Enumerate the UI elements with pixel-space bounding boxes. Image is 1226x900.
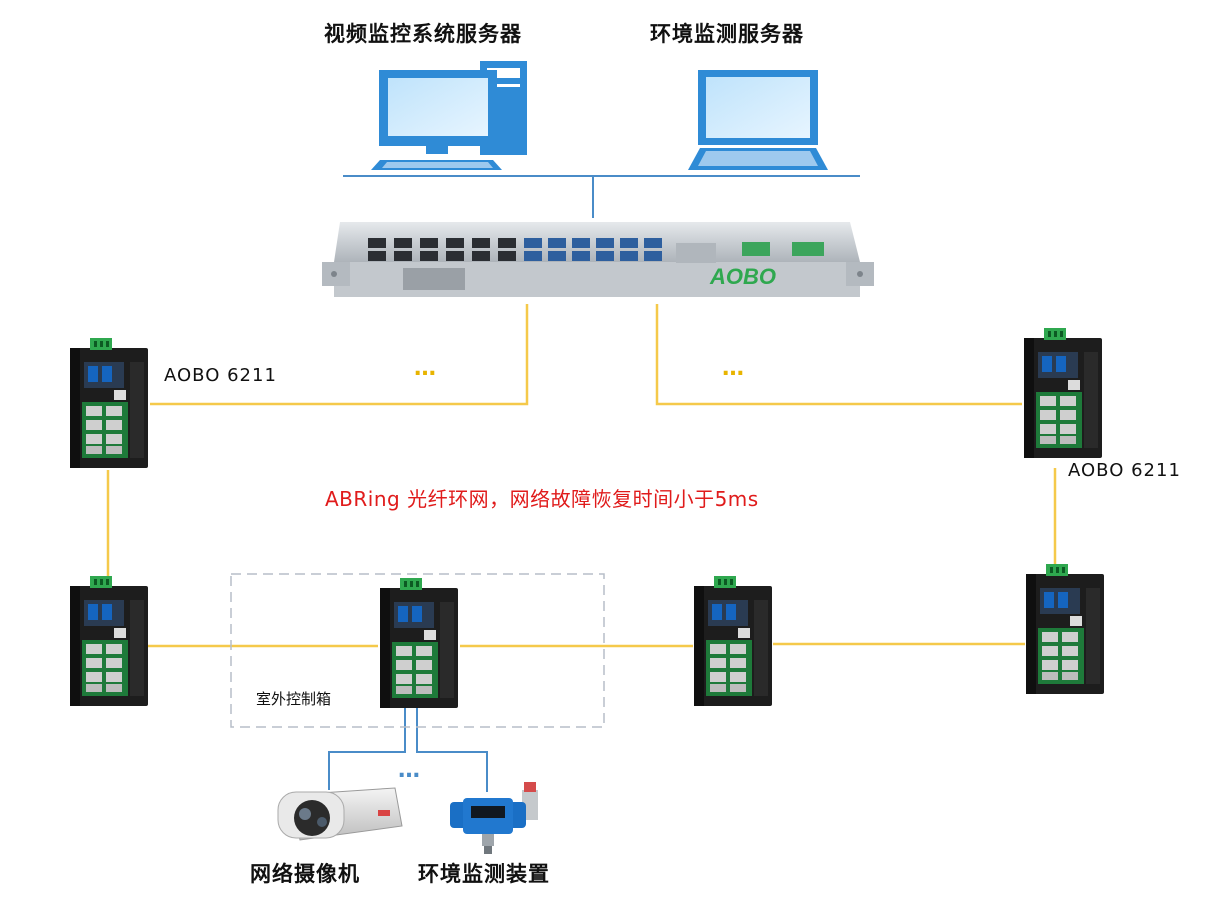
rack-port bbox=[420, 238, 438, 248]
rack-port bbox=[572, 251, 590, 261]
rack-port bbox=[548, 238, 566, 248]
rack-port bbox=[394, 238, 412, 248]
desktop-computer-icon bbox=[371, 61, 527, 170]
rack-port bbox=[644, 251, 662, 261]
env-server-label: 环境监测服务器 bbox=[650, 22, 804, 46]
ring-switch-bottom-4 bbox=[1026, 564, 1104, 694]
laptop-computer-icon bbox=[688, 70, 828, 170]
rack-port bbox=[368, 238, 386, 248]
rack-port bbox=[572, 238, 590, 248]
server-lan-links bbox=[343, 175, 860, 218]
outdoor-control-box bbox=[230, 573, 605, 728]
ring-switch-bottom-2 bbox=[380, 578, 458, 708]
rack-port bbox=[498, 251, 516, 261]
rack-port bbox=[548, 251, 566, 261]
rack-port bbox=[420, 251, 438, 261]
rack-port bbox=[394, 251, 412, 261]
core-switch-brand: AOBO bbox=[709, 264, 776, 289]
switch-label-right: AOBO 6211 bbox=[1068, 460, 1181, 481]
rack-port bbox=[498, 238, 516, 248]
control-box-label: 室外控制箱 bbox=[256, 690, 332, 708]
rack-port bbox=[446, 238, 464, 248]
rack-port bbox=[524, 238, 542, 248]
gas-detector-icon bbox=[450, 782, 538, 854]
rack-port bbox=[596, 238, 614, 248]
device-links bbox=[328, 708, 488, 792]
rack-port bbox=[368, 251, 386, 261]
ellipsis-right: … bbox=[722, 356, 745, 381]
ellipsis-devices: … bbox=[398, 758, 421, 783]
fiber-ring-links bbox=[106, 304, 1057, 648]
switch-label-left: AOBO 6211 bbox=[164, 365, 277, 386]
camera-icon bbox=[277, 787, 403, 841]
rack-port bbox=[620, 251, 638, 261]
ellipsis-left: … bbox=[414, 356, 437, 381]
rack-port bbox=[620, 238, 638, 248]
ring-switch-top-right bbox=[1024, 328, 1102, 458]
rack-port bbox=[446, 251, 464, 261]
video-server-label: 视频监控系统服务器 bbox=[324, 22, 522, 46]
rack-port bbox=[596, 251, 614, 261]
rack-port bbox=[472, 251, 490, 261]
ring-switch-bottom-1 bbox=[70, 576, 148, 706]
ring-note: ABRing 光纤环网，网络故障恢复时间小于5ms bbox=[325, 487, 759, 511]
core-rack-switch: AOBO bbox=[322, 222, 874, 297]
rack-port bbox=[524, 251, 542, 261]
ring-switch-bottom-3 bbox=[694, 576, 772, 706]
camera-label: 网络摄像机 bbox=[250, 862, 360, 886]
rack-port bbox=[472, 238, 490, 248]
rack-port bbox=[644, 238, 662, 248]
ring-switch-top-left bbox=[70, 338, 148, 468]
detector-label: 环境监测装置 bbox=[418, 862, 550, 886]
